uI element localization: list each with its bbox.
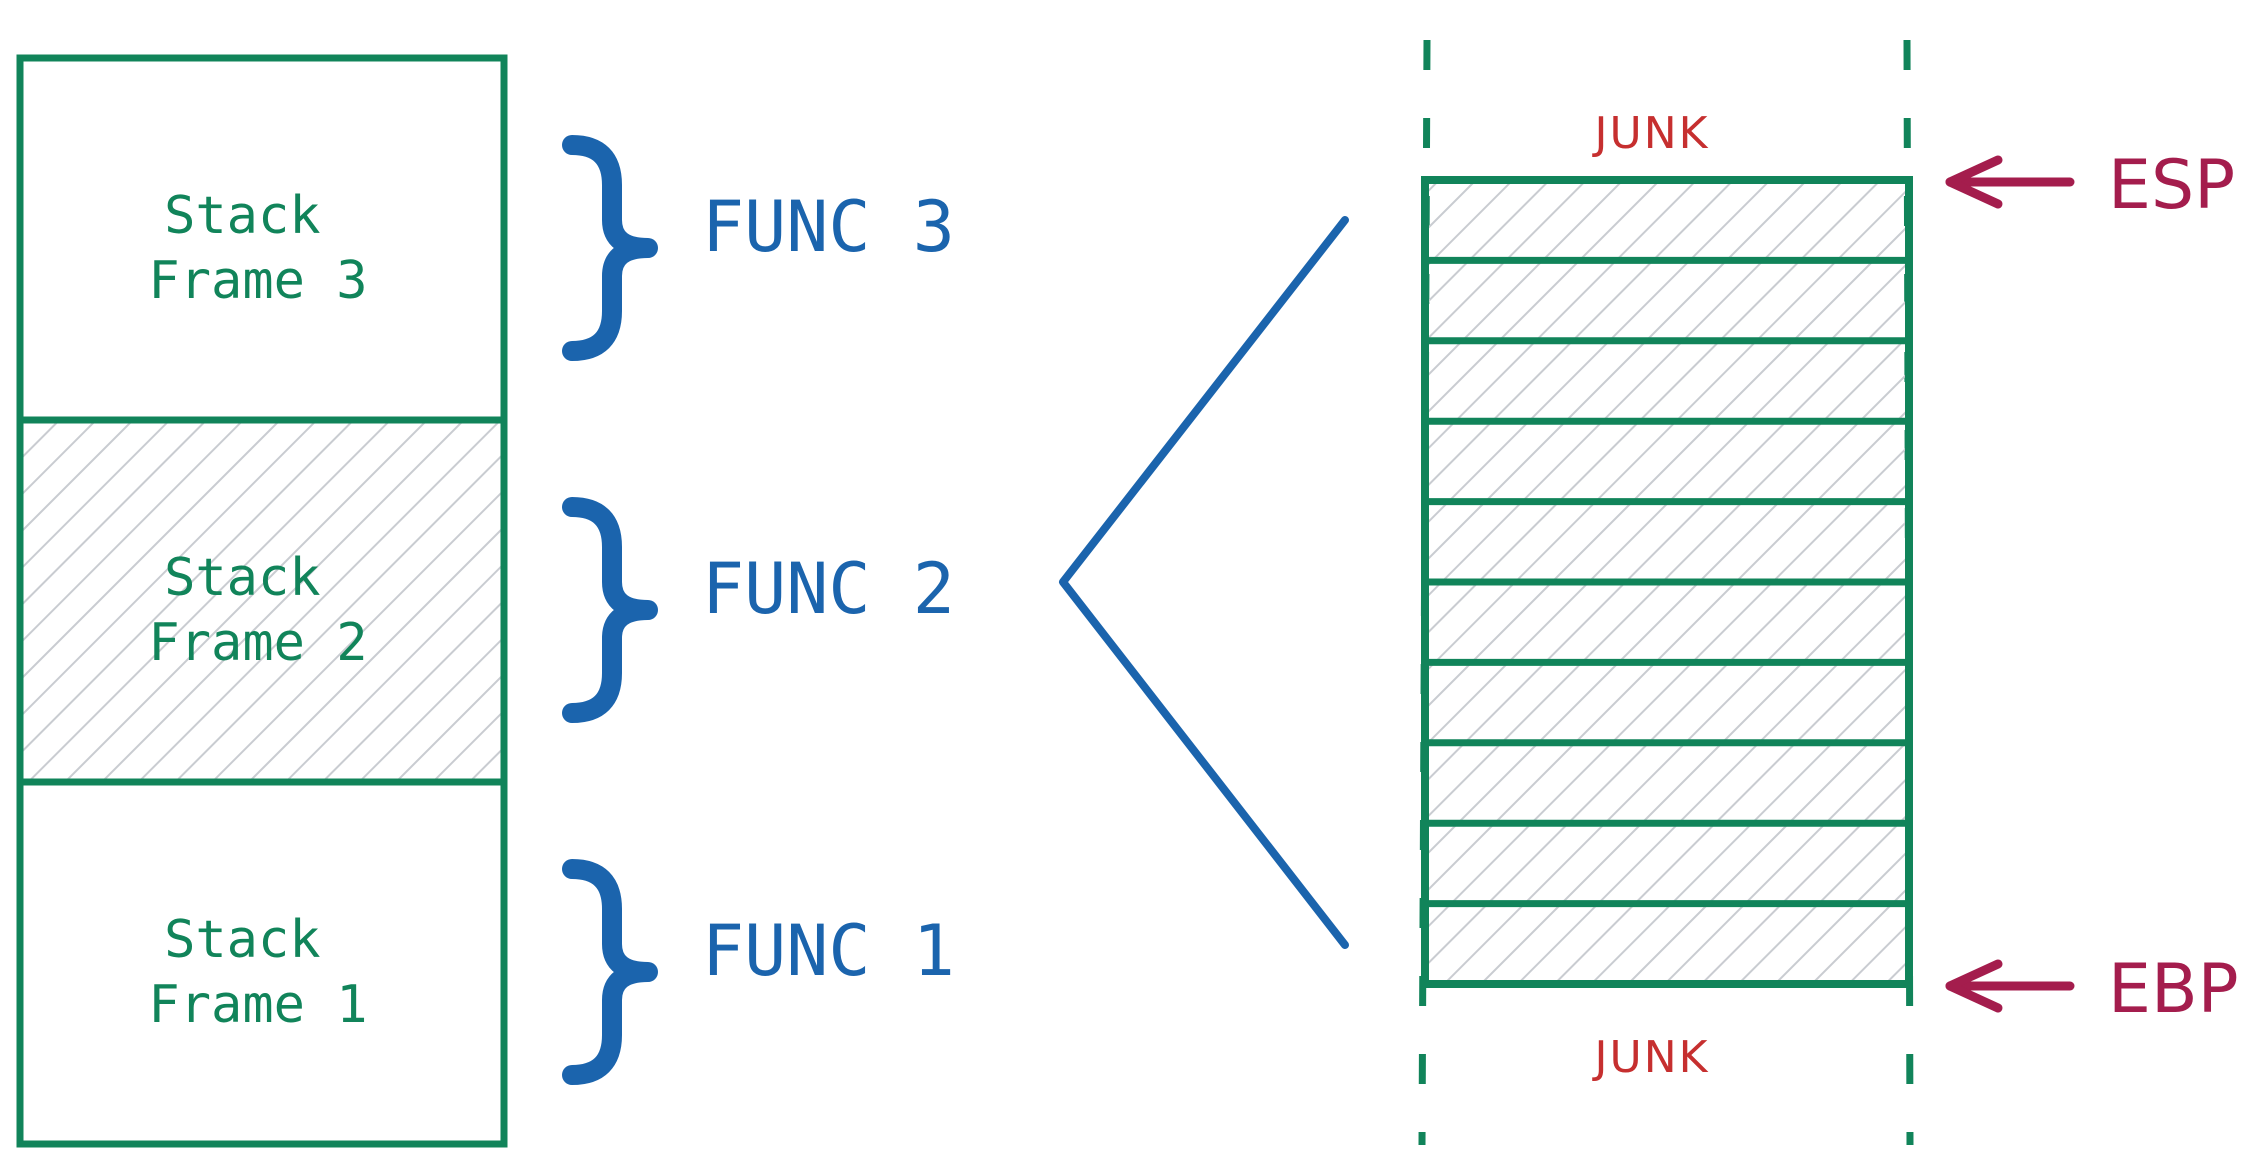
stack-frame-1 [16, 778, 508, 1148]
esp-pointer: ESP [1945, 146, 2235, 225]
esp-label: ESP [2108, 146, 2235, 225]
func-2-label: FUNC 2 [702, 548, 955, 630]
frame-label-line2: Frame 3 [148, 251, 367, 311]
call-stack: Stack Frame 3 Stack Frame 2 Stack Frame … [16, 54, 508, 1148]
stack-frame-3-label: Stack Frame 3 [148, 186, 367, 311]
func-1-label: FUNC 1 [702, 910, 955, 992]
stack-frame-2-hatch [20, 420, 504, 782]
curly-brace-icon [562, 135, 658, 361]
curly-brace-icon [562, 497, 658, 723]
junk-bottom-label: JUNK [1592, 1032, 1710, 1083]
arrow-left-icon [1945, 959, 2075, 1013]
zoom-wedge [1059, 216, 1349, 949]
frame-label-line1: Stack [164, 548, 321, 608]
function-labels: FUNC 3 FUNC 2 FUNC 1 [562, 135, 955, 1085]
frame-label-line1: Stack [164, 186, 321, 246]
ebp-pointer: EBP [1945, 950, 2239, 1029]
frame-label-line1: Stack [164, 910, 321, 970]
func-3-label: FUNC 3 [702, 186, 955, 268]
stack-frame-1-label: Stack Frame 1 [148, 910, 367, 1035]
detail-frame-outline [1421, 176, 1913, 988]
curly-brace-icon [562, 859, 658, 1085]
arrow-left-icon [1945, 155, 2075, 209]
junk-top-label: JUNK [1592, 108, 1710, 159]
frame-detail: JUNK JUNK [1418, 39, 1914, 1146]
stack-frame-2-label: Stack Frame 2 [148, 548, 367, 673]
ebp-label: EBP [2108, 950, 2239, 1029]
stack-slots [1425, 256, 1909, 908]
frame-label-line2: Frame 2 [148, 613, 367, 673]
frame-label-line2: Frame 1 [148, 975, 367, 1035]
